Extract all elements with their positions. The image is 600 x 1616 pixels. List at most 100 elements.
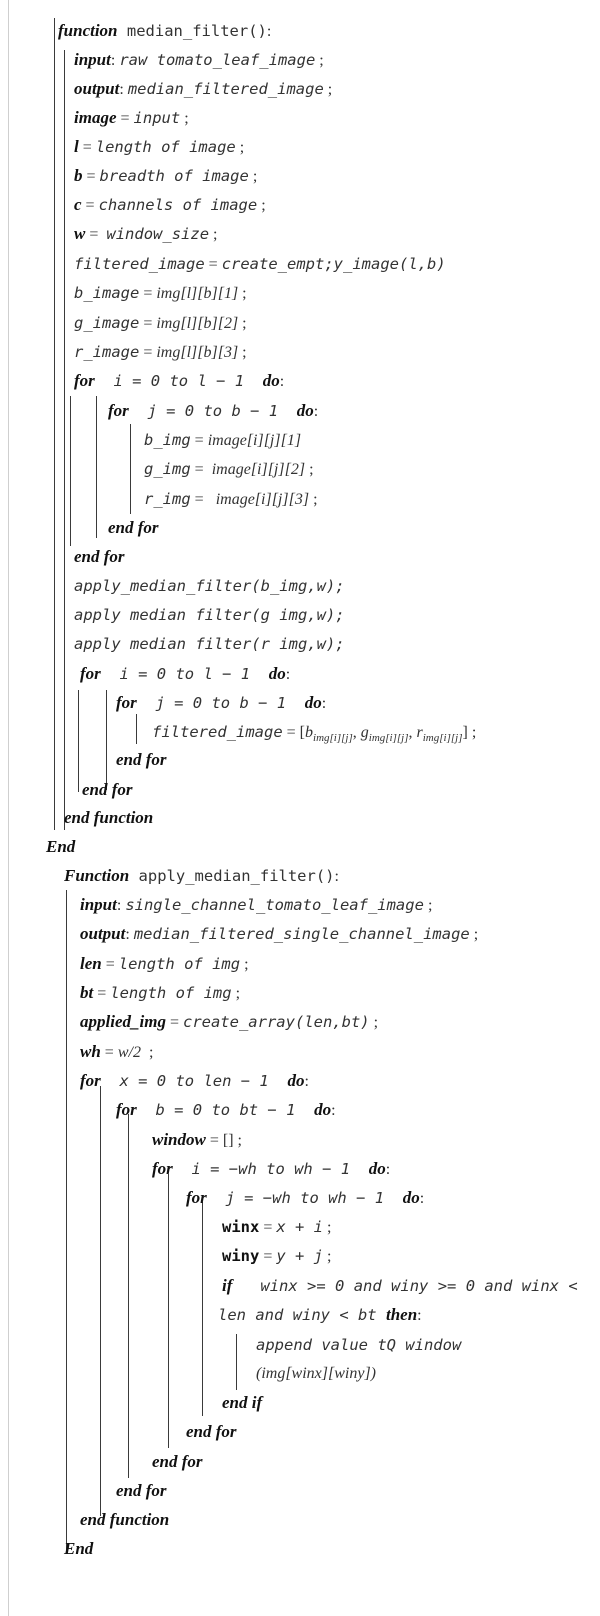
bt-line: bt = length of img ; bbox=[80, 983, 241, 1002]
for-j-line: for j = 0 to b − 1 do: bbox=[108, 401, 319, 420]
end-function-keyword: end function bbox=[64, 808, 154, 827]
l-value: length of image bbox=[95, 138, 236, 156]
for-x-range: x = 0 to len − 1 bbox=[119, 1072, 269, 1090]
input-line-2: input: single_channel_tomato_leaf_image … bbox=[80, 895, 433, 914]
r-image-lhs: r_image bbox=[74, 343, 140, 361]
output-line-2: output: median_filtered_single_channel_i… bbox=[80, 924, 479, 943]
end-2: End bbox=[64, 1534, 93, 1564]
if-line-cont: len and winy < bt then: bbox=[218, 1305, 422, 1324]
winy-line: winy = y + j ; bbox=[222, 1247, 332, 1265]
scope-bar-apply-function bbox=[66, 890, 67, 1552]
for-keyword: for bbox=[116, 693, 137, 712]
wh-line: wh = w/2 ; bbox=[80, 1042, 154, 1061]
window-keyword: window bbox=[152, 1130, 206, 1149]
apply-b-call: apply_median_filter(b_img,w); bbox=[74, 577, 345, 595]
scope-bar-for-x bbox=[100, 1086, 101, 1516]
b-img-rhs: image[i][j][1] bbox=[207, 432, 302, 449]
end-for-j-2: end for bbox=[116, 745, 167, 775]
b-image-line: b_image = img[l][b][1] ; bbox=[74, 284, 247, 302]
for-j-range: j = 0 to b − 1 bbox=[147, 402, 279, 420]
end-for-keyword: end for bbox=[186, 1422, 237, 1441]
assign-r: r bbox=[416, 724, 423, 741]
do-keyword: do bbox=[402, 1188, 420, 1207]
bt-keyword: bt bbox=[80, 983, 94, 1002]
w-assign-line: w = window_size ; bbox=[74, 224, 218, 243]
scope-bar-median-filter bbox=[54, 18, 55, 830]
b-assign-line: b = breadth of image ; bbox=[74, 166, 258, 185]
input-line: input: raw tomato_leaf_image ; bbox=[74, 50, 324, 69]
for-keyword: for bbox=[186, 1188, 207, 1207]
input-value: single_channel_tomato_leaf_image bbox=[125, 896, 424, 914]
if-line: if winx >= 0 and winy >= 0 and winx < bbox=[222, 1271, 578, 1301]
bt-value: length of img bbox=[110, 984, 232, 1002]
then-keyword: then bbox=[385, 1305, 418, 1324]
for-j-2-range: j = 0 to b − 1 bbox=[155, 694, 287, 712]
winx-line: winx = x + i ; bbox=[222, 1218, 332, 1236]
for-i-3-line: for i = −wh to wh − 1 do: bbox=[152, 1159, 391, 1178]
scope-bar-for-j-2-body bbox=[136, 714, 137, 744]
append-line-cont: (img[winx][winy]) bbox=[256, 1358, 376, 1388]
scope-bar-for-j-3 bbox=[202, 1202, 203, 1416]
end-for-keyword: end for bbox=[116, 750, 167, 769]
for-i-3-range: i = −wh to wh − 1 bbox=[191, 1160, 351, 1178]
for-keyword: for bbox=[80, 664, 101, 683]
window-line: window = [] ; bbox=[152, 1130, 242, 1149]
for-i-2-line: for i = 0 to l − 1 do: bbox=[80, 664, 291, 683]
output-value: median_filtered_single_channel_image bbox=[133, 925, 470, 943]
assign-b: b bbox=[305, 724, 314, 741]
function-colon: : bbox=[266, 23, 272, 40]
append-text: append value tQ window bbox=[256, 1336, 462, 1354]
scope-bar-for-i-3 bbox=[168, 1174, 169, 1448]
for-keyword: for bbox=[80, 1071, 101, 1090]
apply-g-call: apply median filter(g img,w); bbox=[74, 606, 345, 624]
end-for-i-2: end for bbox=[82, 775, 133, 805]
winx-value: x + i bbox=[276, 1218, 324, 1236]
g-img-line: g_img = image[i][j][2] ; bbox=[144, 460, 314, 478]
b-image-lhs: b_image bbox=[74, 284, 140, 302]
g-img-rhs: image[i][j][2] bbox=[211, 461, 306, 478]
filtered-image-lhs: filtered_image bbox=[74, 255, 205, 273]
scope-bar-function-body bbox=[64, 50, 65, 830]
end-if-keyword: end if bbox=[222, 1393, 263, 1412]
g-image-line: g_image = img[l][b][2] ; bbox=[74, 314, 247, 332]
append-arg: (img[winx][winy]) bbox=[256, 1365, 376, 1382]
end-function-1: end function bbox=[64, 803, 153, 833]
filtered-assign-lhs: filtered_image bbox=[152, 723, 283, 741]
r-img-line: r_img = image[i][j][3] ; bbox=[144, 490, 318, 508]
len-line: len = length of img ; bbox=[80, 954, 249, 973]
scope-bar-for-j-2 bbox=[106, 690, 107, 790]
end-for-i: end for bbox=[74, 542, 125, 572]
len-keyword: len bbox=[80, 954, 102, 973]
function-keyword: Function bbox=[64, 866, 130, 885]
do-keyword: do bbox=[268, 664, 286, 683]
w-value: window_size bbox=[106, 225, 210, 243]
w-keyword: w bbox=[74, 224, 86, 243]
function-name: median_filter() bbox=[126, 22, 267, 40]
winy-keyword: winy bbox=[222, 1247, 260, 1265]
end-for-keyword: end for bbox=[108, 518, 159, 537]
c-value: channels of image bbox=[98, 196, 258, 214]
if-condition-1: winx >= 0 and winy >= 0 and winx < bbox=[260, 1277, 578, 1295]
r-img-rhs: image[i][j][3] bbox=[215, 491, 310, 508]
g-image-rhs: img[l][b][2] bbox=[156, 315, 239, 332]
l-keyword: l bbox=[74, 137, 79, 156]
output-keyword: output bbox=[80, 924, 126, 943]
if-condition-2: len and winy < bt bbox=[218, 1306, 377, 1324]
end-for-keyword: end for bbox=[74, 547, 125, 566]
filtered-image-rhs: create_empt;y_image(l,b) bbox=[221, 255, 446, 273]
if-keyword: if bbox=[222, 1276, 233, 1295]
output-line: output: median_filtered_image ; bbox=[74, 79, 333, 98]
apply-g-line: apply median filter(g img,w); bbox=[74, 600, 345, 630]
for-x-line: for x = 0 to len − 1 do: bbox=[80, 1071, 309, 1090]
assign-b-sub: img[i][j] bbox=[313, 732, 353, 745]
end-for-j: end for bbox=[108, 513, 159, 543]
apply-b-line: apply_median_filter(b_img,w); bbox=[74, 571, 345, 601]
end-for-keyword: end for bbox=[82, 780, 133, 799]
winx-keyword: winx bbox=[222, 1218, 260, 1236]
filtered-assign-line: filtered_image = [bimg[i][j], gimg[i][j]… bbox=[152, 723, 477, 745]
function-header: function median_filter(): bbox=[58, 16, 271, 46]
scope-bar-for-b bbox=[128, 1114, 129, 1478]
function-header-2: Function apply_median_filter(): bbox=[64, 866, 339, 885]
scope-bar-for-i-2 bbox=[78, 690, 79, 792]
